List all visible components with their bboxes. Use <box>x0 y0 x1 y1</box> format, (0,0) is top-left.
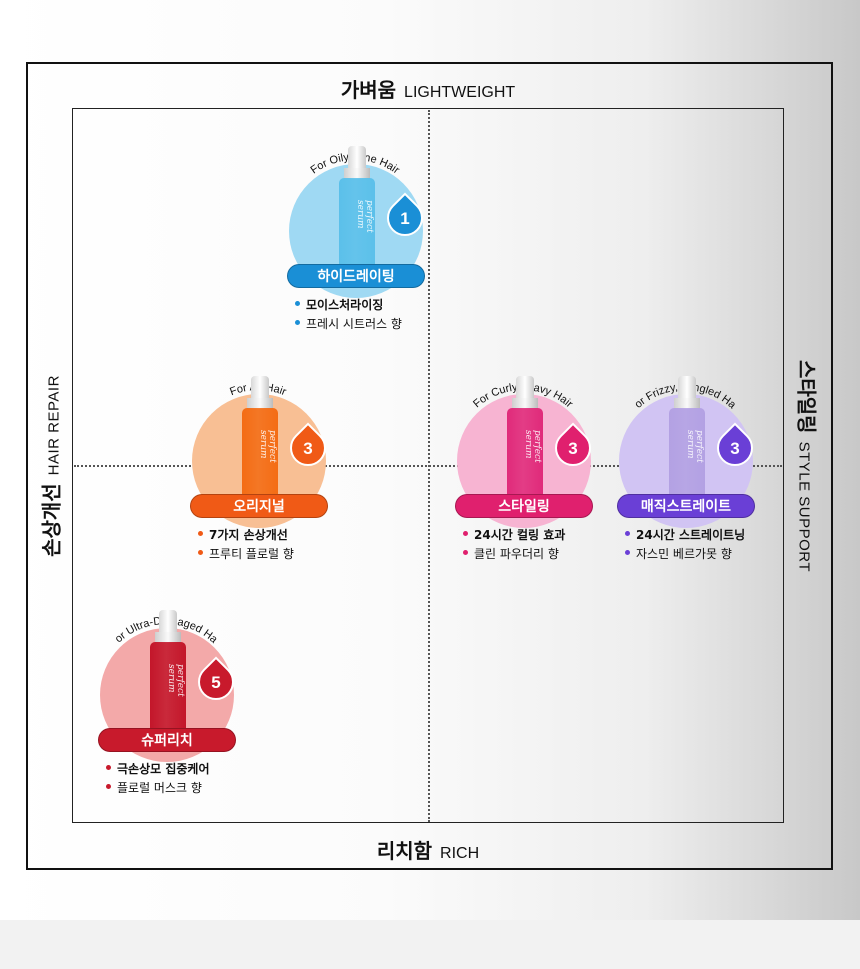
feature-text: 7가지 손상개선 <box>209 528 288 542</box>
drop-number: 3 <box>730 439 740 458</box>
feature-item: 7가지 손상개선 <box>198 526 388 545</box>
axis-top-ko: 가벼움 <box>340 78 397 102</box>
feature-text: 자스민 베르가못 향 <box>636 547 732 561</box>
bullet-dot <box>198 550 203 555</box>
bullet-dot <box>295 301 300 306</box>
bottle-neck <box>674 398 700 409</box>
outer-frame <box>26 62 833 870</box>
axis-right-ko: 스타일링 <box>794 359 819 434</box>
bottle-pump <box>251 376 269 400</box>
feature-text: 24시간 컬링 효과 <box>474 528 566 542</box>
axis-bottom-en: RICH <box>440 845 480 862</box>
bullet-dot <box>625 531 630 536</box>
bottle-script-logo: perfect serum <box>355 200 374 233</box>
bottle-body: perfect serum <box>150 642 186 734</box>
feature-item: 24시간 컬링 효과 <box>463 526 653 545</box>
feature-text: 모이스처라이징 <box>306 298 384 312</box>
product-label: 하이드레이팅 <box>287 264 425 288</box>
feature-item: 클린 파우더리 향 <box>463 545 653 564</box>
bottom-band <box>0 920 860 969</box>
feature-item: 프루티 플로럴 향 <box>198 545 388 564</box>
feature-text: 극손상모 집중케어 <box>117 762 210 776</box>
drop-number: 1 <box>400 209 410 228</box>
bottle-neck <box>247 398 273 409</box>
feature-item: 24시간 스트레이트닝 <box>625 526 815 545</box>
bullet-dot <box>106 784 111 789</box>
product-label: 오리지널 <box>190 494 328 518</box>
feature-item: 프레시 시트러스 향 <box>295 315 485 334</box>
feature-item: 자스민 베르가못 향 <box>625 545 815 564</box>
serum-bottle-image: perfect serum <box>146 610 190 735</box>
bottle-script-logo: perfect serum <box>258 430 277 463</box>
bottle-script-logo: perfect serum <box>166 664 185 697</box>
bottle-pump <box>516 376 534 400</box>
product-label: 스타일링 <box>455 494 593 518</box>
bullet-dot <box>295 320 300 325</box>
drop-number: 3 <box>303 439 313 458</box>
bottle-neck <box>155 632 181 643</box>
axis-left-ko: 손상개선 <box>39 483 64 557</box>
feature-text: 클린 파우더리 향 <box>474 547 559 561</box>
serum-bottle-image: perfect serum <box>238 376 282 501</box>
bottle-pump <box>348 146 366 170</box>
bullet-dot <box>625 550 630 555</box>
serum-bottle-image: perfect serum <box>335 146 379 271</box>
for-hair-caption: For Frizzy, Tangled Hair <box>592 353 739 412</box>
product-features: 24시간 스트레이트닝 자스민 베르가못 향 <box>625 526 815 564</box>
product-features: 모이스처라이징 프레시 시트러스 향 <box>295 296 485 334</box>
axis-top-label: 가벼움 LIGHTWEIGHT <box>72 74 784 103</box>
feature-text: 플로럴 머스크 향 <box>117 781 202 795</box>
bottle-body: perfect serum <box>339 178 375 270</box>
product-label: 슈퍼리치 <box>98 728 236 752</box>
product-label: 매직스트레이트 <box>617 494 755 518</box>
feature-text: 24시간 스트레이트닝 <box>636 528 746 542</box>
axis-bottom-label: 리치함 RICH <box>72 835 784 864</box>
bottle-neck <box>344 168 370 179</box>
feature-item: 플로럴 머스크 향 <box>106 779 296 798</box>
bottle-pump <box>159 610 177 634</box>
product-features: 극손상모 집중케어 플로럴 머스크 향 <box>106 760 296 798</box>
feature-item: 모이스처라이징 <box>295 296 485 315</box>
bottle-neck <box>512 398 538 409</box>
feature-text: 프레시 시트러스 향 <box>306 317 402 331</box>
serum-bottle-image: perfect serum <box>665 376 709 501</box>
drop-number: 3 <box>568 439 578 458</box>
bullet-dot <box>463 550 468 555</box>
quadrant-box <box>72 108 784 823</box>
axis-bottom-ko: 리치함 <box>376 839 433 863</box>
axis-left-label: 손상개선 HAIR REPAIR <box>36 375 65 557</box>
axis-left-en: HAIR REPAIR <box>45 375 63 476</box>
bottle-script-logo: perfect serum <box>685 430 704 463</box>
feature-item: 극손상모 집중케어 <box>106 760 296 779</box>
product-features: 24시간 컬링 효과 클린 파우더리 향 <box>463 526 653 564</box>
feature-text: 프루티 플로럴 향 <box>209 547 294 561</box>
serum-bottle-image: perfect serum <box>503 376 547 501</box>
bottle-body: perfect serum <box>507 408 543 500</box>
horizontal-axis-line <box>74 465 782 467</box>
bullet-dot <box>198 531 203 536</box>
bottle-script-logo: perfect serum <box>523 430 542 463</box>
bullet-dot <box>463 531 468 536</box>
bottle-body: perfect serum <box>242 408 278 500</box>
bottle-body: perfect serum <box>669 408 705 500</box>
axis-top-en: LIGHTWEIGHT <box>404 84 516 101</box>
bottle-pump <box>678 376 696 400</box>
for-hair-caption: For Ultra-Damaged Hair <box>73 587 221 646</box>
product-features: 7가지 손상개선 프루티 플로럴 향 <box>198 526 388 564</box>
drop-number: 5 <box>211 673 221 692</box>
bullet-dot <box>106 765 111 770</box>
